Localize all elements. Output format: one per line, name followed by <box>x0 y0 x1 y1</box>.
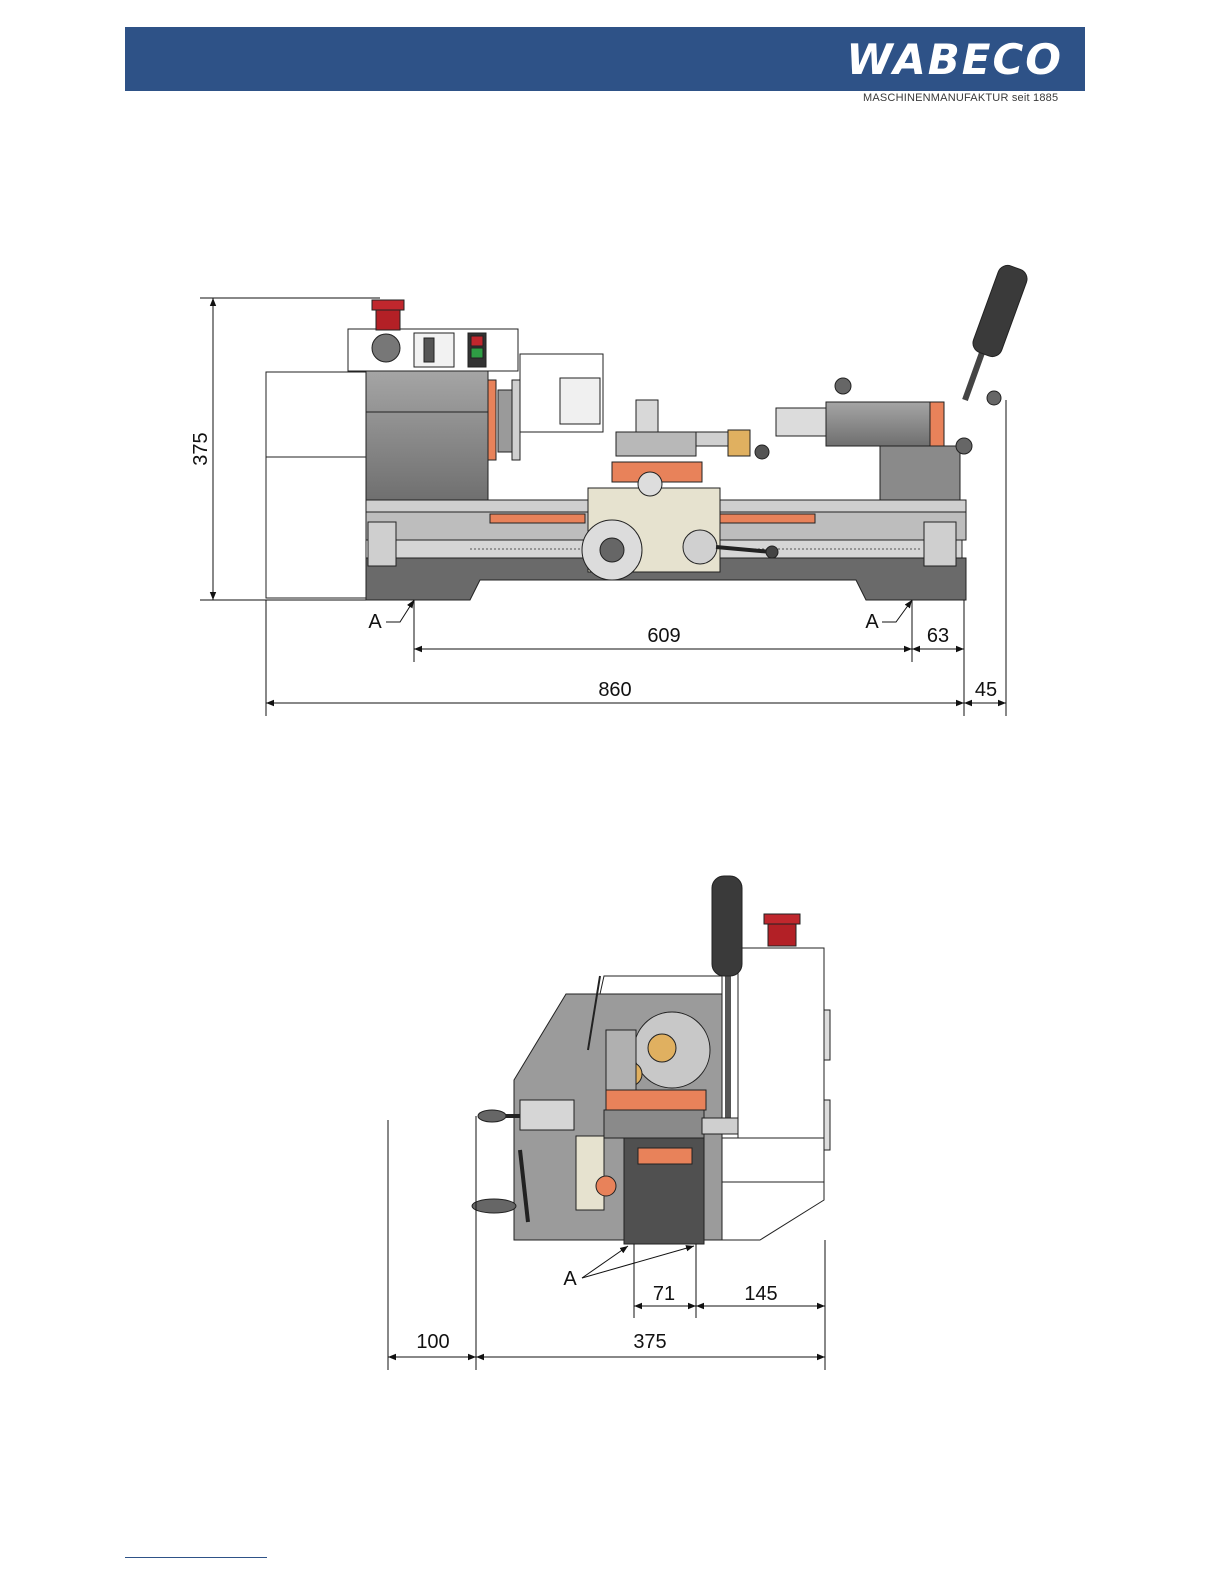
footer-rule <box>125 1557 267 1558</box>
start-button-icon <box>471 348 483 358</box>
dim-end-right-offset: 145 <box>744 1283 777 1305</box>
dim-overall-length: 860 <box>598 679 631 701</box>
end-view-mount-label: A <box>563 1268 577 1290</box>
headstock <box>366 371 488 501</box>
emergency-stop-icon <box>372 300 404 310</box>
side-view-lathe <box>266 263 1030 600</box>
end-view-lathe <box>472 876 830 1244</box>
chip-guard-box <box>266 372 366 598</box>
dim-right-offset: 63 <box>927 625 949 647</box>
dim-mount-spacing: 71 <box>653 1283 675 1305</box>
dim-overall-depth: 375 <box>633 1331 666 1353</box>
dim-height: 375 <box>190 432 212 465</box>
tailstock-quill <box>776 408 826 436</box>
tailstock <box>826 402 930 446</box>
mount-label-left: A <box>368 611 382 633</box>
dim-handle-clearance: 100 <box>416 1331 449 1353</box>
speed-dial-icon <box>372 334 400 362</box>
tool-post <box>616 432 696 456</box>
stop-button-icon <box>471 336 483 346</box>
dim-handle-overhang: 45 <box>975 679 997 701</box>
mount-label-right: A <box>865 611 879 633</box>
dim-mount-length: 609 <box>647 625 680 647</box>
end-view-emergency-stop-icon <box>764 914 800 924</box>
